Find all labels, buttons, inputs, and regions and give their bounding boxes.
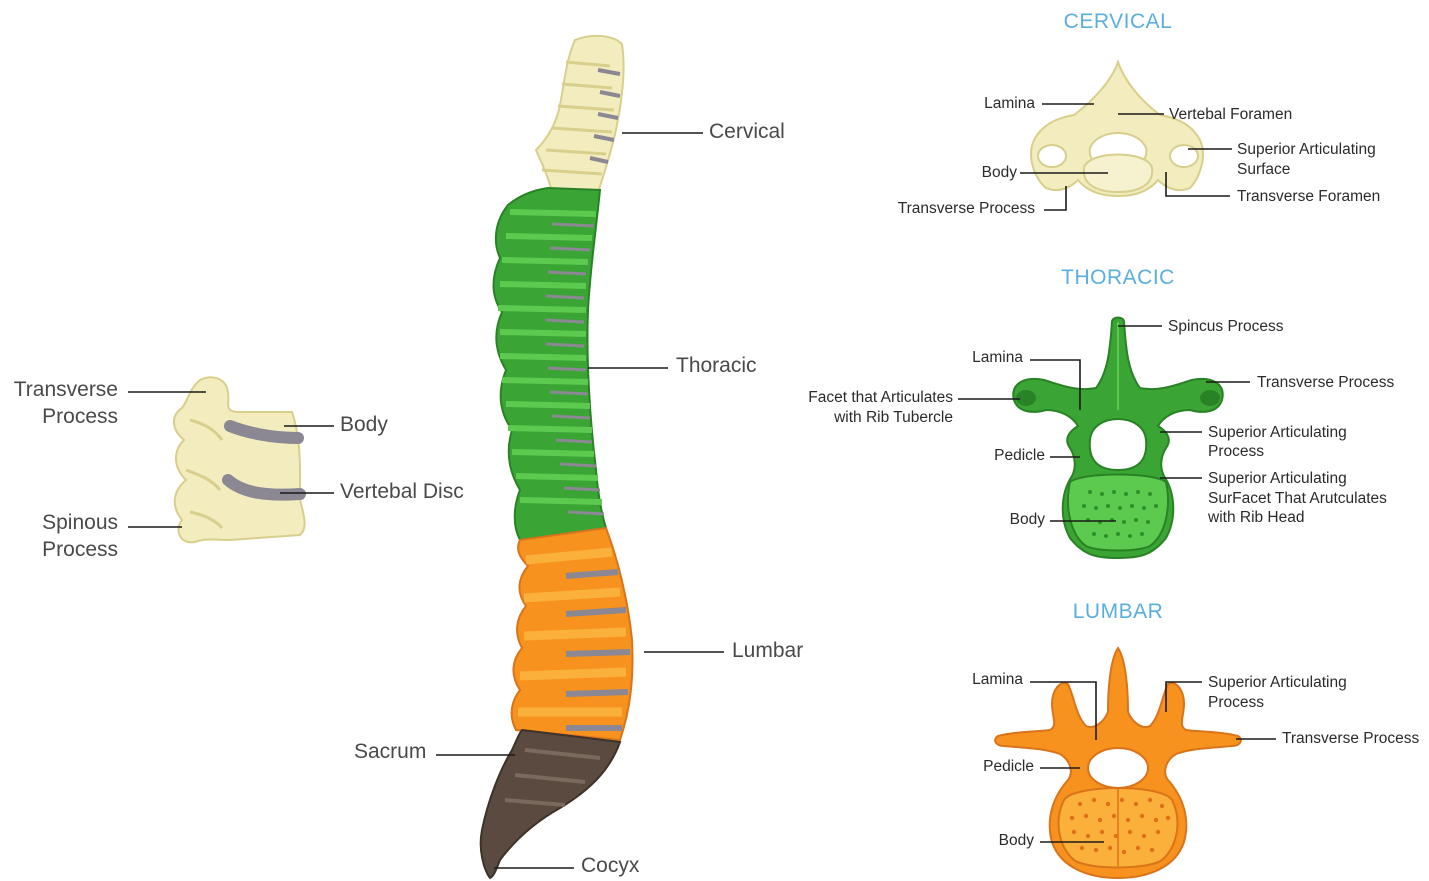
spine-label-thoracic: Thoracic [676, 354, 757, 377]
thoracic-label-body: Body [1010, 511, 1046, 528]
thoracic-label-sup-proc-2: Process [1208, 443, 1264, 460]
spine-label-lumbar: Lumbar [732, 639, 803, 662]
thoracic-label-sup-facet-1: Superior Articulating [1208, 470, 1347, 487]
lumbar-title: LUMBAR [1073, 600, 1164, 623]
cervical-label-foramen: Vertebal Foramen [1169, 106, 1292, 123]
cervical-label-sup-2: Surface [1237, 161, 1290, 178]
thoracic-label-lamina: Lamina [972, 349, 1023, 366]
lumbar-label-sup-1: Superior Articulating [1208, 674, 1347, 691]
detail-label-transverse-2: Process [42, 405, 118, 428]
cervical-title: CERVICAL [1064, 10, 1173, 33]
spine-label-cocyx: Cocyx [581, 854, 640, 877]
cervical-label-sup-1: Superior Articulating [1237, 141, 1376, 158]
thoracic-label-spinous: Spincus Process [1168, 318, 1284, 335]
lumbar-segment [512, 528, 633, 740]
lumbar-label-sup-2: Process [1208, 694, 1264, 711]
cervical-segment [536, 36, 624, 192]
lumbar-label-transverse: Transverse Process [1282, 730, 1419, 747]
thoracic-label-transverse: Transverse Process [1257, 374, 1394, 391]
cervical-label-body: Body [982, 164, 1018, 181]
cervical-label-trans-foramen: Transverse Foramen [1237, 188, 1380, 205]
thoracic-segment [494, 188, 607, 540]
detail-label-transverse: Transverse [14, 378, 118, 401]
detail-label-disc: Vertebal Disc [340, 480, 464, 503]
lumbar-label-lamina: Lamina [972, 671, 1023, 688]
detail-label-body: Body [340, 413, 388, 436]
thoracic-label-sup-facet-2: SurFacet That Arutculates [1208, 490, 1387, 507]
cervical-label-lamina: Lamina [984, 95, 1035, 112]
spine-column [481, 36, 633, 878]
thoracic-label-pedicle: Pedicle [994, 447, 1045, 464]
spine-label-cervical: Cervical [709, 120, 785, 143]
lumbar-label-pedicle: Pedicle [983, 758, 1034, 775]
detail-label-spinous-2: Process [42, 538, 118, 561]
vertebra-side-detail [174, 377, 305, 542]
thoracic-label-facet-1: Facet that Articulates [808, 389, 953, 406]
spine-label-sacrum: Sacrum [354, 740, 426, 763]
thoracic-label-sup-proc-1: Superior Articulating [1208, 424, 1347, 441]
thoracic-label-facet-2: with Rib Tubercle [833, 409, 953, 426]
thoracic-title: THORACIC [1061, 266, 1175, 289]
lumbar-label-body: Body [999, 832, 1035, 849]
cervical-vertebra-top [1031, 62, 1203, 196]
thoracic-label-sup-facet-3: with Rib Head [1207, 509, 1305, 526]
cervical-label-trans-process: Transverse Process [898, 200, 1035, 217]
detail-label-spinous: Spinous [42, 511, 118, 534]
